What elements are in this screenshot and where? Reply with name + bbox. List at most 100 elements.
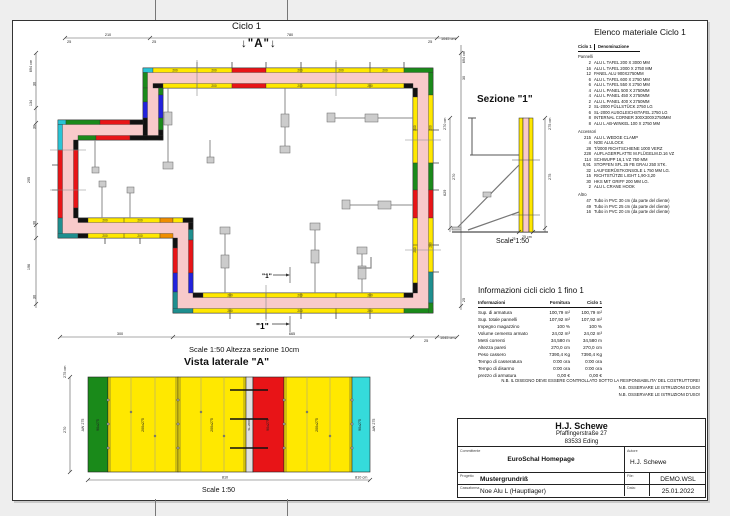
svg-text:1045 cm: 1045 cm [440,336,455,340]
svg-text:200: 200 [367,294,373,298]
svg-text:200: 200 [367,309,373,313]
svg-text:200: 200 [367,84,373,88]
svg-text:30: 30 [33,82,37,86]
elenco-group-label: Pannelli [578,54,593,59]
svg-text:200: 200 [102,234,108,238]
svg-text:629: 629 [443,190,447,196]
tie-rods [50,60,441,321]
svg-text:200: 200 [297,84,303,88]
file-value: DEMO.WSL [660,476,696,483]
svg-text:25: 25 [462,298,466,302]
svg-text:200: 200 [382,69,388,73]
svg-text:90x275: 90x275 [266,419,270,431]
svg-text:25: 25 [152,40,156,44]
svg-text:90x275: 90x275 [96,419,100,431]
svg-text:30: 30 [33,295,37,299]
svg-text:200: 200 [137,234,143,238]
committente-label: Committente [460,449,481,453]
svg-text:AW 275: AW 275 [372,419,376,432]
company-address1: Pfaffingerstraße 27 [556,431,607,437]
plan-dim-labels: 25 210 25 780 25 1045 cm 694 cm 30 134 3… [27,33,466,343]
svg-text:200: 200 [137,219,143,223]
svg-text:200x275: 200x275 [315,418,319,432]
plan-scale-note: Scale 1:50 Altezza sezione 10cm [189,345,300,354]
props [91,88,413,293]
panel-joints [123,68,433,313]
svg-text:275: 275 [548,174,552,180]
svg-text:200: 200 [429,125,433,131]
elenco-group-label: Accessori [578,128,597,134]
autore-label: Autore [627,449,638,453]
company-address2: 83533 Eding [564,438,599,445]
svg-text:200: 200 [211,84,217,88]
progetto-label: Progetto [460,474,474,478]
svg-text:200: 200 [102,219,108,223]
cassaforma-label: Cassaforma [460,486,480,490]
nb-notes: N.B. IL DISEGNO DEVE ESSERE CONTROLLATO … [478,378,700,398]
svg-text:200: 200 [338,69,344,73]
svg-text:200x275: 200x275 [141,418,145,432]
svg-text:200: 200 [413,247,417,253]
plan-panel-labels: 200 200 200 200 200 200 200 200 200 200 … [102,69,432,314]
svg-text:200: 200 [297,309,303,313]
fold-mark [287,0,288,20]
svg-text:25: 25 [67,40,71,44]
svg-text:200: 200 [172,69,178,73]
company-name: H.J. Schewe [555,421,608,431]
svg-text:196: 196 [27,264,31,270]
svg-text:25: 25 [424,339,428,343]
elenco-col-qty: Ciclo 1 [578,44,595,50]
svg-text:270 cm: 270 cm [443,118,447,130]
nb-note: N.B. OSSERVARE LE ISTRUZIONI D'USO! [618,391,700,397]
svg-text:295: 295 [27,177,31,183]
nb-note: N.B. OSSERVARE LE ISTRUZIONI D'USO! [618,384,700,390]
svg-text:25: 25 [512,237,516,241]
svg-text:134: 134 [29,100,33,106]
svg-text:694 cm: 694 cm [462,51,466,63]
svg-text:30: 30 [33,125,37,129]
svg-text:25 cm: 25 cm [522,235,532,239]
svg-text:1045 cm: 1045 cm [441,37,456,41]
file-label: File: [627,474,634,478]
svg-text:275 cm: 275 cm [63,366,67,378]
elenco-title: Elenco materiale Ciclo 1 [594,27,686,37]
svg-text:200: 200 [227,294,233,298]
fold-mark [155,499,156,516]
svg-text:"1": "1" [256,321,269,331]
progetto-value: Mustergrundriß [480,476,529,483]
svg-text:810 cm: 810 cm [355,476,367,480]
svg-text:200: 200 [227,309,233,313]
svg-text:25: 25 [428,40,432,44]
elenco-col-name: Denominazione [598,44,629,49]
vista-title: Vista laterale "A" [184,356,270,368]
fold-mark [155,0,156,20]
data-value: 25.01.2022 [661,488,695,495]
svg-text:SL-2000: SL-2000 [247,419,251,431]
vista-drawing: 90x275 AW 275 200x275 200x275 SL-2000 90… [63,366,376,483]
svg-text:AW 275: AW 275 [81,419,85,432]
